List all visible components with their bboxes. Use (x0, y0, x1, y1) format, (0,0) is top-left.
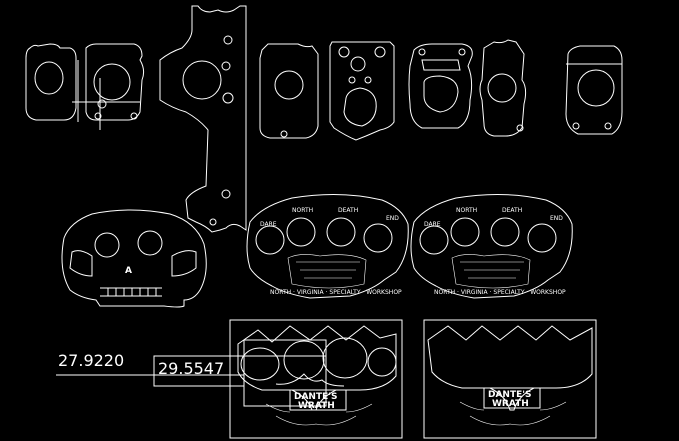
engraving-text-a4: END (386, 215, 399, 222)
engraving-text-b1: DARE (424, 221, 441, 228)
dimension-text-1[interactable]: 27.9220 (58, 351, 124, 370)
knuckle-outline-1[interactable] (25, 43, 79, 122)
knuckle-outline-4[interactable] (259, 43, 319, 139)
knuckle-outline-6[interactable] (408, 43, 473, 129)
engraving-text-a2: NORTH (292, 207, 313, 214)
dantes-wrath-design-a[interactable]: DANTE'S WRATH (229, 319, 403, 439)
frame-part-vertical[interactable] (159, 5, 247, 233)
engraving-text-a5: NORTH · VIRGINIA · SPECIALTY · WORKSHOP (270, 289, 402, 296)
dantes-wrath-design-b[interactable]: DANTE'S WRATH (423, 319, 597, 439)
engraving-text-a1: DARE (260, 221, 277, 228)
engraving-text-b5: NORTH · VIRGINIA · SPECIALTY · WORKSHOP (434, 289, 566, 296)
engraved-knuckle-right[interactable]: DARE NORTH DEATH END NORTH · VIRGINIA · … (410, 193, 573, 299)
dimension-annotations[interactable]: 27.9220 29.5547 (56, 339, 327, 407)
engraving-text-b3: DEATH (502, 207, 522, 214)
skull-knuckle[interactable]: A (61, 209, 207, 308)
knuckle-outline-5[interactable] (329, 41, 395, 141)
dimension-text-2[interactable]: 29.5547 (158, 359, 224, 378)
badge-a-line-1: DANTE'S (294, 392, 338, 402)
knuckle-outline-7[interactable] (479, 39, 527, 137)
engraving-text-b4: END (550, 215, 563, 222)
engraved-knuckle-left[interactable]: DARE NORTH DEATH END NORTH · VIRGINIA · … (246, 193, 409, 299)
engraving-text-a3: DEATH (338, 207, 358, 214)
knuckle-outline-8[interactable] (565, 45, 623, 135)
knuckle-outline-2[interactable] (72, 43, 145, 130)
skull-nose-letter: A (125, 266, 132, 276)
badge-b-line-2: WRATH (492, 399, 529, 409)
engraving-text-b2: NORTH (456, 207, 477, 214)
skull-teeth (107, 288, 157, 296)
badge-b-line-1: DANTE'S (488, 390, 532, 400)
